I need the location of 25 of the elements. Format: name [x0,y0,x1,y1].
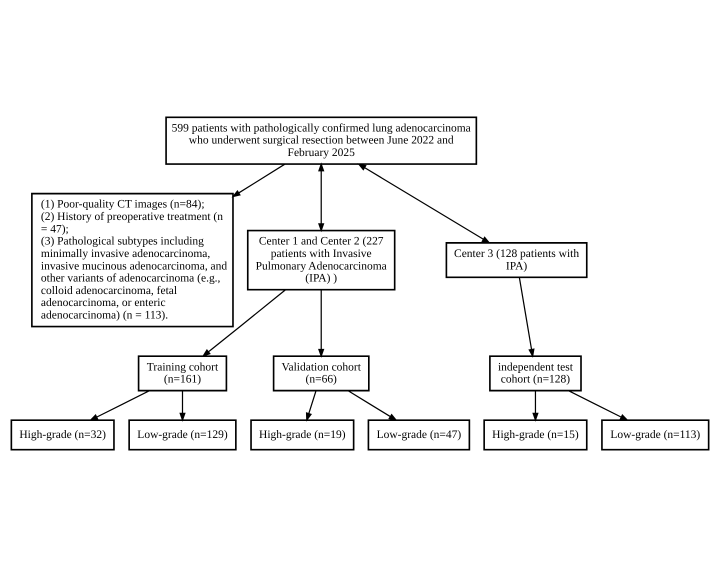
arrow [318,290,324,358]
node-box: (1) Poor-quality CT images (n=84); (2) History of preoperative treatment (n = 47); (3) Pathological subtypes including minimally invasive adenocarcinoma, invasive mucinous adenocarcinoma, and other variants of adenocarcinoma (e.g., colloid adenocarcinoma, fetal adenocarcinoma, or enteric adenocarcinoma) (n = 113). [31,192,234,328]
node-box: High-grade (n=15) [483,419,588,451]
arrow [202,289,286,358]
node-box: High-grade (n=19) [250,419,354,451]
node-box: Low-grade (n=129) [128,419,237,451]
arrow [357,163,491,244]
arrow [532,390,539,422]
arrow [568,390,629,421]
arrow [306,390,317,422]
node-box: Validation cohort (n=66) [272,355,370,392]
arrow [179,390,186,422]
node-box: 599 patients with pathologically confirmed lung adenocarcinoma who underwent surgical resection between June 2022 and February 2025 [165,116,478,165]
node-box: Center 3 (128 patients with IPA) [446,242,588,278]
arrow [518,277,535,358]
node-box: Low-grade (n=47) [368,419,470,451]
node-box: independent test cohort (n=128) [489,355,582,392]
node-box: Training cohort (n=161) [138,355,228,392]
arrow [232,164,286,198]
node-box: Low-grade (n=113) [601,419,710,451]
arrow [348,390,398,422]
node-box: Center 1 and Center 2 (227 patients with Invasive Pulmonary Adenocarcinoma (IPA) ) [246,230,396,290]
arrow [318,162,324,232]
node-box: High-grade (n=32) [10,419,115,451]
arrow [89,390,150,421]
